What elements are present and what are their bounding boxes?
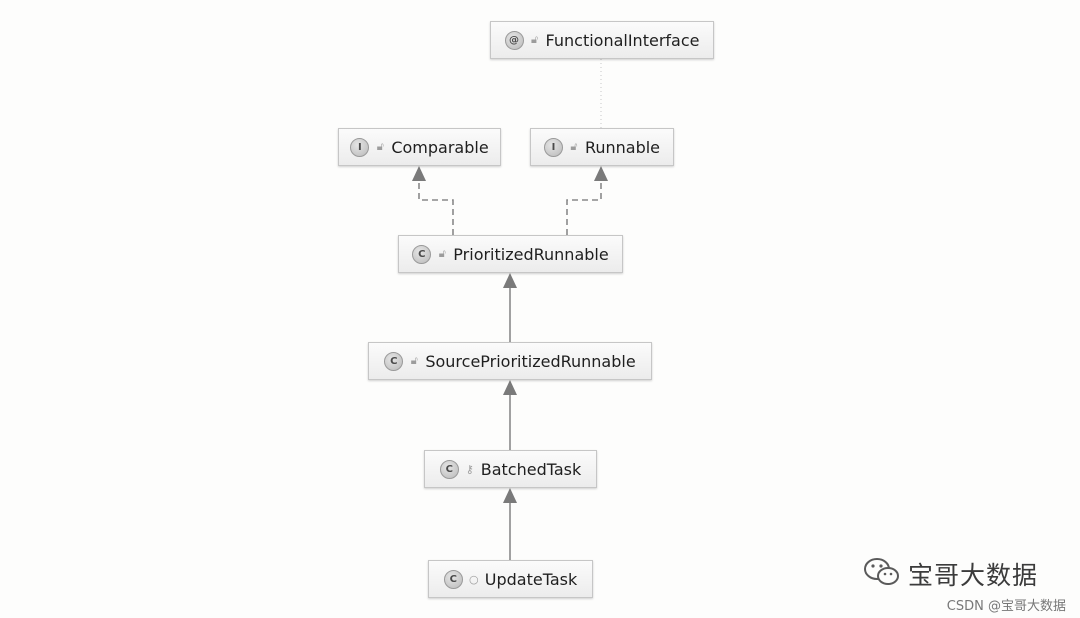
class-icon: C bbox=[443, 569, 463, 589]
annotation-icon: @ bbox=[504, 30, 524, 50]
node-label: PrioritizedRunnable bbox=[453, 244, 609, 264]
watermark-subtitle: CSDN @宝哥大数据 bbox=[946, 599, 1066, 614]
interface-icon: I bbox=[543, 137, 563, 157]
arrowhead-source bbox=[503, 380, 517, 395]
edge-prioritized-implements-runnable bbox=[566, 180, 602, 235]
class-icon: C bbox=[412, 244, 432, 264]
class-icon: C bbox=[439, 459, 459, 479]
arrowhead-comparable bbox=[412, 166, 426, 181]
unlocked-icon: 🔓︎ bbox=[570, 140, 578, 153]
node-comparable[interactable]: I 🔓︎ Comparable bbox=[338, 128, 501, 166]
node-label: FunctionalInterface bbox=[545, 30, 700, 50]
arrowhead-batched bbox=[503, 488, 517, 503]
node-runnable[interactable]: I 🔓︎ Runnable bbox=[530, 128, 674, 166]
arrowhead-runnable bbox=[594, 166, 608, 181]
wechat-icon bbox=[864, 558, 899, 585]
unlocked-icon: 🔓︎ bbox=[376, 140, 384, 153]
unlocked-icon: 🔓︎ bbox=[410, 354, 418, 367]
node-label: SourcePrioritizedRunnable bbox=[425, 351, 636, 371]
key-icon: ⚷ bbox=[465, 462, 474, 476]
arrowhead-prioritized bbox=[503, 273, 517, 288]
node-batched-task[interactable]: C ⚷ BatchedTask bbox=[424, 450, 597, 488]
unlocked-icon: 🔓︎ bbox=[530, 33, 539, 46]
watermark-brand: 宝哥大数据 bbox=[908, 561, 1039, 590]
class-icon: C bbox=[384, 351, 404, 371]
node-label: UpdateTask bbox=[484, 569, 578, 589]
unlocked-icon: 🔓︎ bbox=[438, 247, 446, 260]
node-source-prioritized-runnable[interactable]: C 🔓︎ SourcePrioritizedRunnable bbox=[368, 342, 652, 380]
node-update-task[interactable]: C ○ UpdateTask bbox=[428, 560, 593, 598]
node-label: Runnable bbox=[584, 137, 661, 157]
dot-icon: ○ bbox=[468, 572, 479, 586]
interface-icon: I bbox=[350, 137, 370, 157]
node-label: BatchedTask bbox=[480, 459, 582, 479]
node-label: Comparable bbox=[391, 137, 489, 157]
node-functional-interface[interactable]: @ 🔓︎ FunctionalInterface bbox=[490, 21, 714, 59]
node-prioritized-runnable[interactable]: C 🔓︎ PrioritizedRunnable bbox=[398, 235, 623, 273]
edge-prioritized-implements-comparable bbox=[418, 180, 454, 235]
